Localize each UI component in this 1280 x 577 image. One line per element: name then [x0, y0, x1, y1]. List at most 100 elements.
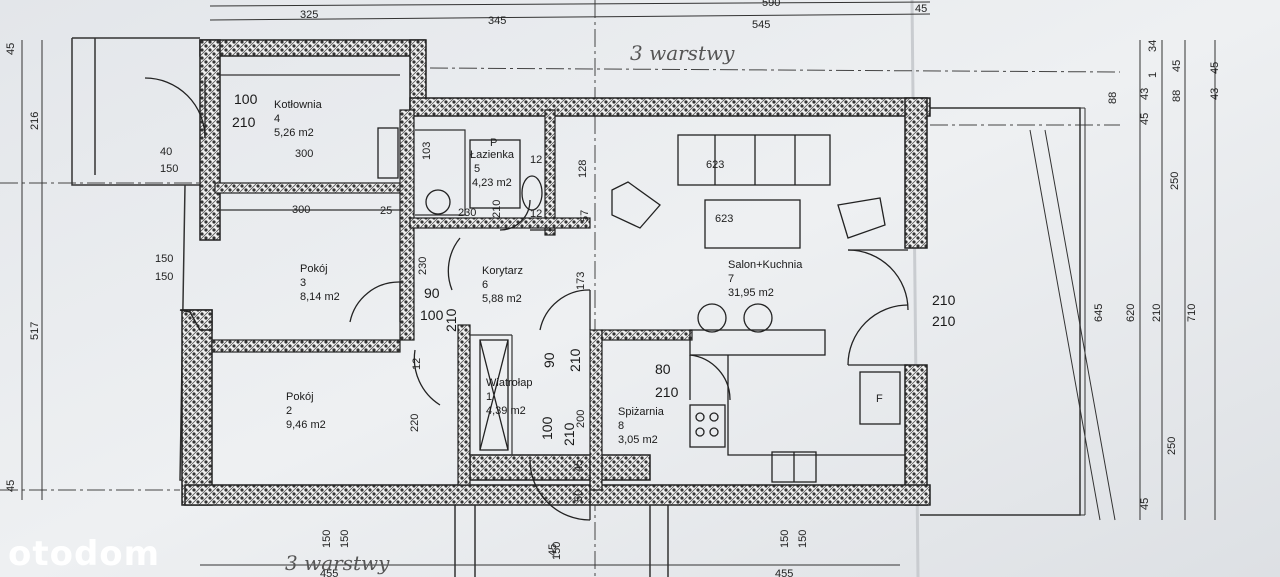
room-number: 3: [300, 277, 306, 289]
dim-inner-16: 623: [715, 213, 733, 225]
room-label: Spiżarnia: [618, 406, 665, 418]
otodom-watermark-logo: otodom: [8, 534, 160, 574]
dim-inner-28: 210: [561, 422, 577, 446]
dim-top-2: 345: [488, 15, 506, 27]
room-label: Korytarz: [482, 265, 523, 277]
dim-inner-31: 220: [409, 414, 421, 432]
dim-bottom-2: 150: [339, 530, 351, 548]
dim-inner-5: 300: [295, 148, 313, 160]
dim-bottom-1: 150: [321, 530, 333, 548]
room-label: Wiatrołap: [486, 377, 532, 389]
dim-right-4: 88: [1107, 92, 1119, 104]
dim-inner-6: 103: [421, 142, 433, 160]
dim-right-8: 45: [1171, 60, 1183, 72]
room-labels: Kotłownia 4 5,26 m2 Łazienka 5 4,23 m2 P…: [274, 99, 803, 446]
dim-left-1: 45: [5, 43, 17, 55]
dim-right-7: 43: [1209, 88, 1221, 100]
room-label: Łazienka: [470, 149, 515, 161]
dim-inner-30: 210: [655, 384, 679, 400]
interior-walls: [211, 109, 693, 491]
room-number: 6: [482, 279, 488, 291]
dim-inner-33: 50: [573, 490, 585, 502]
dim-inner-23: 173: [575, 272, 587, 290]
terrace-right: [920, 107, 1081, 516]
room-area: 4,39 m2: [486, 405, 526, 417]
room-label: Pokój: [300, 263, 328, 275]
room-number: 8: [618, 420, 624, 432]
dim-right-14: 710: [1186, 304, 1198, 322]
dim-bottom-3: 455: [320, 568, 338, 577]
dim-inner-22: 210: [443, 308, 459, 332]
dim-right-5: 43: [1139, 88, 1151, 100]
room-area: 9,46 m2: [286, 419, 326, 431]
dim-right-11: 645: [1093, 304, 1105, 322]
room-spizarnia: Spiżarnia 8 3,05 m2: [618, 406, 665, 446]
handwritten-note-top: 3 warstwy: [630, 41, 735, 65]
dim-right-16: 45: [1139, 498, 1151, 510]
furniture: [377, 127, 905, 483]
dim-inner-3: 40: [160, 146, 172, 158]
dim-inner-24: 90: [541, 352, 557, 368]
dim-inner-21: 100: [420, 307, 444, 323]
dimensions-top: 325 345 590 545 45: [300, 0, 927, 31]
dim-bottom-7: 150: [551, 542, 563, 560]
dimensions-bottom: 150 150 455 150 150 455 150: [320, 530, 809, 577]
dim-inner-7: 300: [292, 204, 310, 216]
room-wiatrolap: Wiatrołap 1 4,39 m2: [486, 377, 532, 417]
fridge-label: F: [876, 393, 883, 405]
dim-inner-4: 150: [160, 163, 178, 175]
dim-inner-2: 210: [232, 114, 256, 130]
dim-inner-26: 200: [575, 410, 587, 428]
dim-inner-13: 12: [530, 208, 542, 220]
dimensions-right: 34 45 1 88 43 45 43 45 88 250 645 620 21…: [1093, 40, 1221, 510]
dim-inner-20: 90: [424, 285, 440, 301]
dim-top-3: 590: [762, 0, 780, 9]
dim-inner-18: 150: [155, 271, 173, 283]
dim-bottom-4: 150: [779, 530, 791, 548]
dim-left-2: 216: [29, 112, 41, 130]
dim-inner-11: 12: [530, 154, 542, 166]
dim-right-6: 45: [1139, 113, 1151, 125]
room-number: 2: [286, 405, 292, 417]
dim-inner-10: 210: [491, 200, 503, 218]
dim-inner-35: 45: [547, 544, 559, 556]
dim-inner-36: 210: [932, 292, 956, 308]
room-pokoj-3: Pokój 3 8,14 m2: [300, 263, 340, 303]
room-lazienka: Łazienka 5 4,23 m2: [470, 149, 515, 189]
dim-inner-37: 210: [932, 313, 956, 329]
dim-right-1: 34: [1147, 40, 1159, 52]
dim-inner-8: 25: [380, 205, 392, 217]
room-area: 8,14 m2: [300, 291, 340, 303]
dim-right-9: 88: [1171, 90, 1183, 102]
dimensions-inner: 100 210 40 150 300 103 300 25 230 210 12…: [155, 91, 956, 556]
room-label: Kotłownia: [274, 99, 323, 111]
room-korytarz: Korytarz 6 5,88 m2: [482, 265, 523, 305]
dim-top-4: 545: [752, 19, 770, 31]
dim-left-4: 45: [5, 480, 17, 492]
room-label: Salon+Kuchnia: [728, 259, 803, 271]
dim-right-10: 250: [1169, 172, 1181, 190]
room-number: 1: [486, 391, 492, 403]
dim-inner-25: 210: [567, 348, 583, 372]
fixture-label: P: [490, 137, 497, 149]
dim-bottom-5: 150: [797, 530, 809, 548]
room-salon-kuchnia: Salon+Kuchnia 7 31,95 m2: [728, 259, 803, 299]
dim-inner-15: 623: [706, 159, 724, 171]
dim-right-13: 210: [1151, 304, 1163, 322]
exterior-walls: [179, 39, 931, 506]
dimension-lines: [21, 1, 1216, 566]
room-kotlownia: Kotłownia 4 5,26 m2: [274, 99, 323, 139]
dim-inner-1: 100: [234, 91, 258, 107]
dim-inner-12: 128: [577, 160, 589, 178]
dim-right-3: 1: [1147, 72, 1159, 78]
dim-left-3: 517: [29, 322, 41, 340]
room-area: 3,05 m2: [618, 434, 658, 446]
door-swings: [144, 77, 909, 521]
dim-inner-17: 150: [155, 253, 173, 265]
dim-inner-27: 100: [539, 416, 555, 440]
room-number: 5: [474, 163, 480, 175]
dim-inner-32: 12: [411, 358, 423, 370]
room-area: 5,88 m2: [482, 293, 522, 305]
room-pokoj-2: Pokój 2 9,46 m2: [286, 391, 326, 431]
